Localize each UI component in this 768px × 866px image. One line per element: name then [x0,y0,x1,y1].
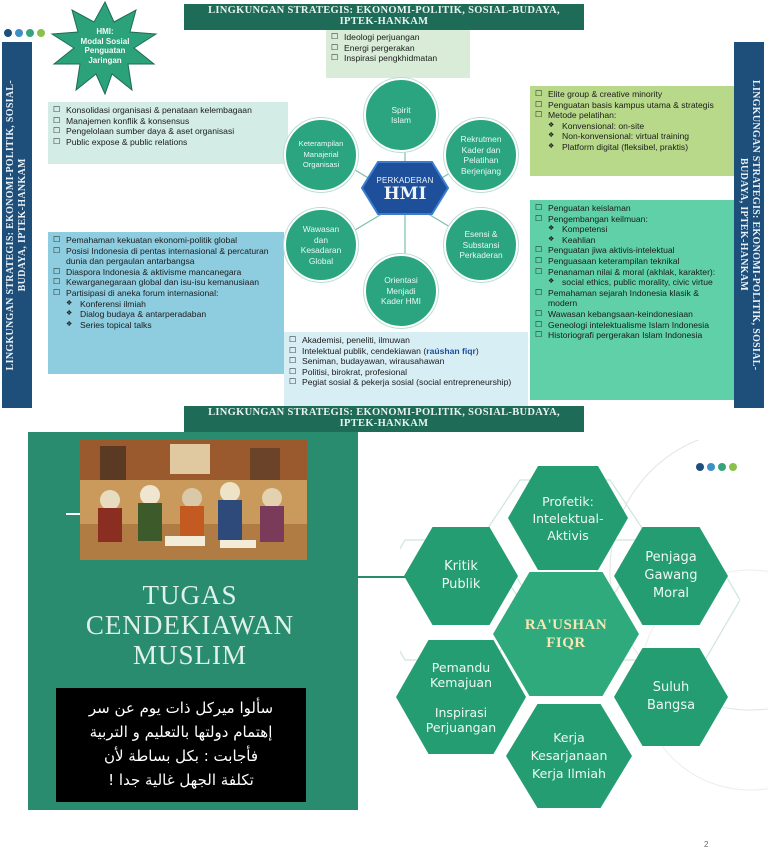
dots-decoration-bottom [696,458,740,476]
right-top-box: Elite group & creative minority Penguata… [530,86,734,176]
right-bottom-subitem: Keahlian [534,235,730,246]
right-bottom-item: Geneologi intelektualisme Islam Indonesi… [534,320,730,331]
arabic-line3: فأجابت : بكل بساطة لأن [103,747,259,765]
bottom-band-line1: LINGKUNGAN STRATEGIS: EKONOMI-POLITIK, S… [208,407,560,418]
left-bottom-subitem: Series topical talks [52,320,280,331]
circle-spirit-islam: Spirit Islam [364,78,438,152]
panel-accent-line [66,513,80,515]
bottom-box: Akademisi, peneliti, ilmuwan Intelektual… [284,332,528,408]
center-label-small: PERKADERAN [376,176,434,185]
arabic-line2: إهتمام دولتها بالتعليم و التربية [89,723,273,741]
top-band-line1: LINGKUNGAN STRATEGIS: EKONOMI-POLITIK, S… [208,5,560,16]
bottom-band-line2: IPTEK-HANKAM [339,418,429,429]
right-top-item: Penguatan basis kampus utama & strategis [534,100,730,111]
left-bottom-item: Diaspora Indonesia & aktivisme mancanega… [52,267,280,278]
right-bottom-item: Penanaman nilai & moral (akhlak, karakte… [534,267,730,278]
right-bottom-item: Penguatan jiwa aktivis-intelektual [534,245,730,256]
right-bottom-item: Penguasaan keterampilan teknikal [534,256,730,267]
left-band-text: LINGKUNGAN STRATEGIS: EKONOMI-POLITIK, S… [5,79,28,371]
bottom-box-item: Politisi, birokrat, profesional [288,367,524,378]
panel-title-line2: CENDEKIAWAN [85,610,295,640]
arabic-line1: سألوا ميركل ذات يوم عن سر [88,699,274,717]
top-band-line2: IPTEK-HANKAM [339,16,429,27]
right-bottom-item: Wawasan kebangsaan-keindonesiaan [534,309,730,320]
right-bottom-item: Historiografi pergerakan Islam Indonesia [534,330,730,341]
center-hexagon-icon [360,161,450,215]
right-band-text: LINGKUNGAN STRATEGIS: EKONOMI-POLITIK, S… [738,79,761,371]
right-top-subitem: Non-konvensional: virtual training [534,131,730,142]
panel-title-line1: TUGAS [142,580,238,610]
top-box-item: Energi pergerakan [330,43,466,54]
bottom-band: LINGKUNGAN STRATEGIS: EKONOMI-POLITIK, S… [184,406,584,432]
star-burst-icon [50,0,158,95]
arabic-quote-box: سألوا ميركل ذات يوم عن سر إهتمام دولتها … [56,688,306,802]
right-bottom-subitem: Kompetensi [534,224,730,235]
panel-title: TUGAS CENDEKIAWAN MUSLIM [60,580,320,670]
dots-decoration-top [4,24,48,42]
right-bottom-subitem: social ethics, public morality, civic vi… [534,277,730,288]
right-top-subitem: Platform digital (fleksibel, praktis) [534,142,730,153]
left-band: LINGKUNGAN STRATEGIS: EKONOMI-POLITIK, S… [2,42,32,408]
circle-orientasi: Orientasi Menjadi Kader HMI [364,254,438,328]
scholars-illustration-image [80,440,307,560]
top-box-item: Ideologi perjuangan [330,32,466,43]
raushan-highlight: raúshan fiqr [426,345,476,356]
left-bottom-item: Kewarganegaraan global dan isu-isu keman… [52,277,280,288]
right-bottom-item: Penguatan keislaman [534,203,730,214]
right-band: LINGKUNGAN STRATEGIS: EKONOMI-POLITIK, S… [734,42,764,408]
bottom-box-item-suffix: ) [475,345,479,356]
right-top-item: Elite group & creative minority [534,89,730,100]
left-top-item: Konsolidasi organisasi & penataan kelemb… [52,105,284,116]
left-bottom-item: Pemahaman kekuatan ekonomi-politik globa… [52,235,280,246]
left-bottom-item: Partisipasi di aneka forum internasional… [52,288,280,299]
top-band: LINGKUNGAN STRATEGIS: EKONOMI-POLITIK, S… [184,4,584,30]
arabic-line4: تكلفة الجهل غالية جدا ! [108,771,254,789]
page-number: 2 [704,840,709,849]
circle-rekrutmen: Rekrutmen Kader dan Pelatihan Berjenjang [444,118,518,192]
star-label: HMI: Modal Sosial Penguatan Jaringan [70,27,140,65]
circle-wawasan: Wawasan dan Kesadaran Global [284,208,358,282]
right-bottom-box: Penguatan keislaman Pengembangan keilmua… [530,200,734,400]
left-top-item: Public expose & public relations [52,137,284,148]
star-label-line1: HMI: [96,27,114,36]
bottom-box-item-prefix: Intelektual publik, cendekiawan ( [302,345,427,356]
bottom-box-item: Pegiat sosial & pekerja sosial (social e… [288,377,524,388]
left-bottom-box: Pemahaman kekuatan ekonomi-politik globa… [48,232,284,374]
bottom-box-item: Akademisi, peneliti, ilmuwan [288,335,524,346]
left-bottom-item: Posisi Indonesia di pentas internasional… [52,246,280,267]
left-top-item: Manajemen konflik & konsensus [52,116,284,127]
panel-connector-line [358,576,406,578]
right-top-item: Metode pelatihan: [534,110,730,121]
right-top-subitem: Konvensional: on-site [534,121,730,132]
left-top-item: Pengelolaan sumber daya & aset organisas… [52,126,284,137]
left-bottom-subitem: Konferensi ilmiah [52,299,280,310]
panel-title-line3: MUSLIM [132,640,247,670]
bottom-box-item: Intelektual publik, cendekiawan (raúshan… [288,346,524,357]
bottom-box-item: Seniman, budayawan, wirausahawan [288,356,524,367]
circle-keterampilan: Keterampilan Manajerial Organisasi [284,118,358,192]
circle-esensi: Esensi & Substansi Perkaderan [444,208,518,282]
top-box: Ideologi perjuangan Energi pergerakan In… [326,30,470,78]
star-label-line4: Jaringan [88,55,122,65]
left-top-box: Konsolidasi organisasi & penataan kelemb… [48,102,288,164]
center-label-big: HMI [383,184,427,204]
right-bottom-item: Pengembangan keilmuan: [534,214,730,225]
top-box-item: Inspirasi pengkhidmatan [330,53,466,64]
center-label: PERKADERAN HMI [360,176,450,203]
star-label-line3: Penguatan [84,46,126,55]
right-bottom-item: Pemahaman sejarah Indonesia klasik & mod… [534,288,730,309]
left-bottom-subitem: Dialog budaya & antarperadaban [52,309,280,320]
star-label-line2: Modal Sosial [80,36,130,46]
